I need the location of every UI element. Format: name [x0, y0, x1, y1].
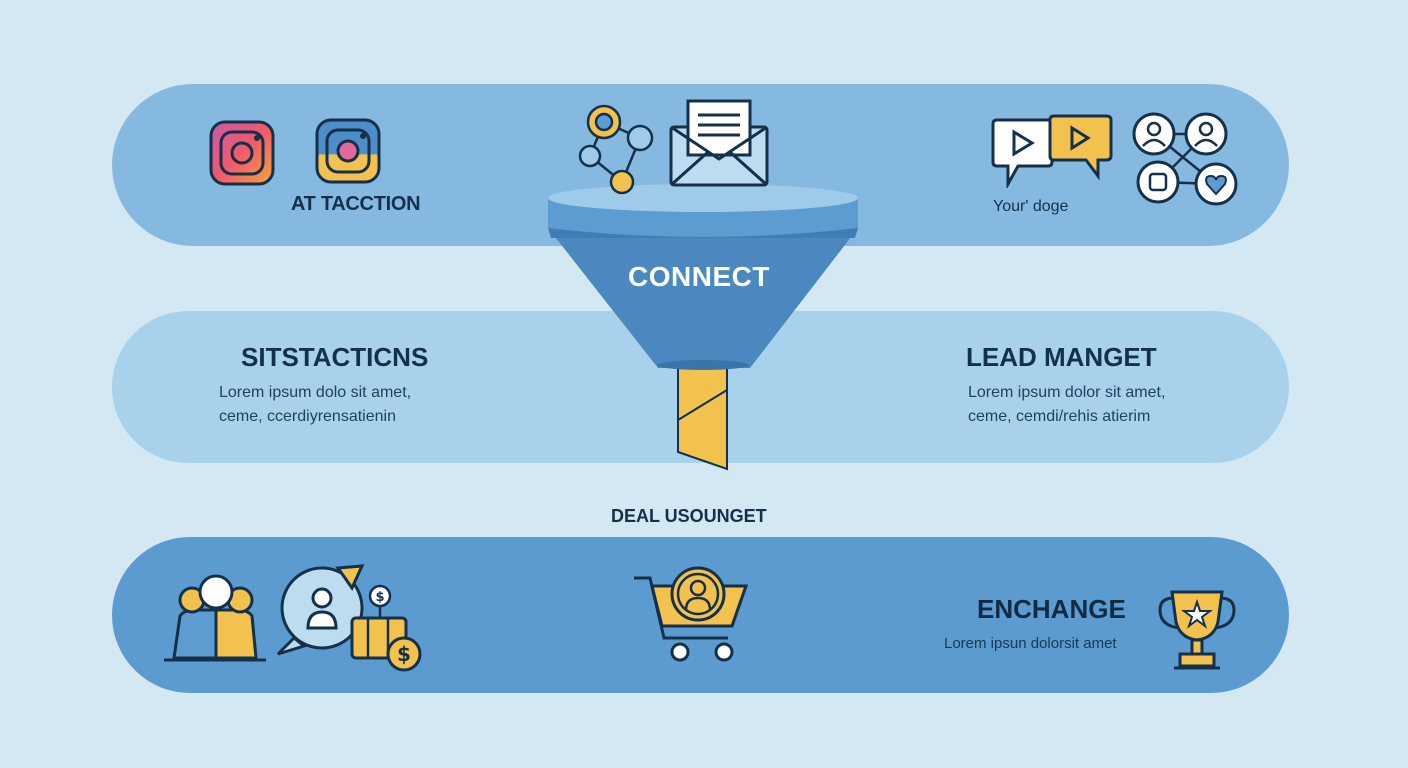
funnel-stem — [677, 361, 728, 471]
shopping-cart-icon — [634, 566, 749, 662]
customers-icon — [164, 574, 266, 662]
funnel-cone — [548, 184, 858, 370]
community-network-icon — [1132, 112, 1238, 206]
satisfaction-body-line1: Lorem ipsum dolo sit amet, — [219, 384, 412, 401]
exchange-title: ENCHANGE — [977, 594, 1126, 624]
lead-magnet-body: Lorem ipsum dolor sit amet, ceme, cemdi/… — [968, 381, 1165, 429]
satisfaction-body-line2: ceme, ccerdiyrensatienin — [219, 408, 396, 425]
lead-magnet-body-line2: ceme, cemdi/rehis atierim — [968, 408, 1151, 425]
attraction-label: AT TACCTION — [291, 193, 421, 215]
video-chat-icon — [991, 114, 1113, 188]
svg-text:$: $ — [375, 590, 384, 605]
svg-text:$: $ — [397, 642, 411, 666]
chat-user-icon — [276, 564, 365, 656]
deal-label: DEAL USOUNGET — [611, 506, 767, 526]
exchange-body: Lorem ipsun dolorsit amet — [944, 635, 1117, 652]
usage-label: Your' doge — [993, 198, 1069, 215]
money-icon: $ $ — [350, 584, 422, 672]
trophy-icon — [1158, 590, 1236, 670]
network-icon — [578, 104, 654, 195]
email-icon — [669, 99, 769, 187]
funnel-label: CONNECT — [628, 261, 770, 292]
satisfaction-body: Lorem ipsum dolo sit amet, ceme, ccerdiy… — [219, 381, 411, 429]
lead-magnet-title: LEAD MANGET — [966, 342, 1157, 372]
instagram-icon — [209, 120, 275, 186]
satisfaction-title: SITSTACTICNS — [241, 342, 429, 372]
lead-magnet-body-line1: Lorem ipsum dolor sit amet, — [968, 384, 1166, 401]
instagram-icon — [315, 118, 381, 184]
